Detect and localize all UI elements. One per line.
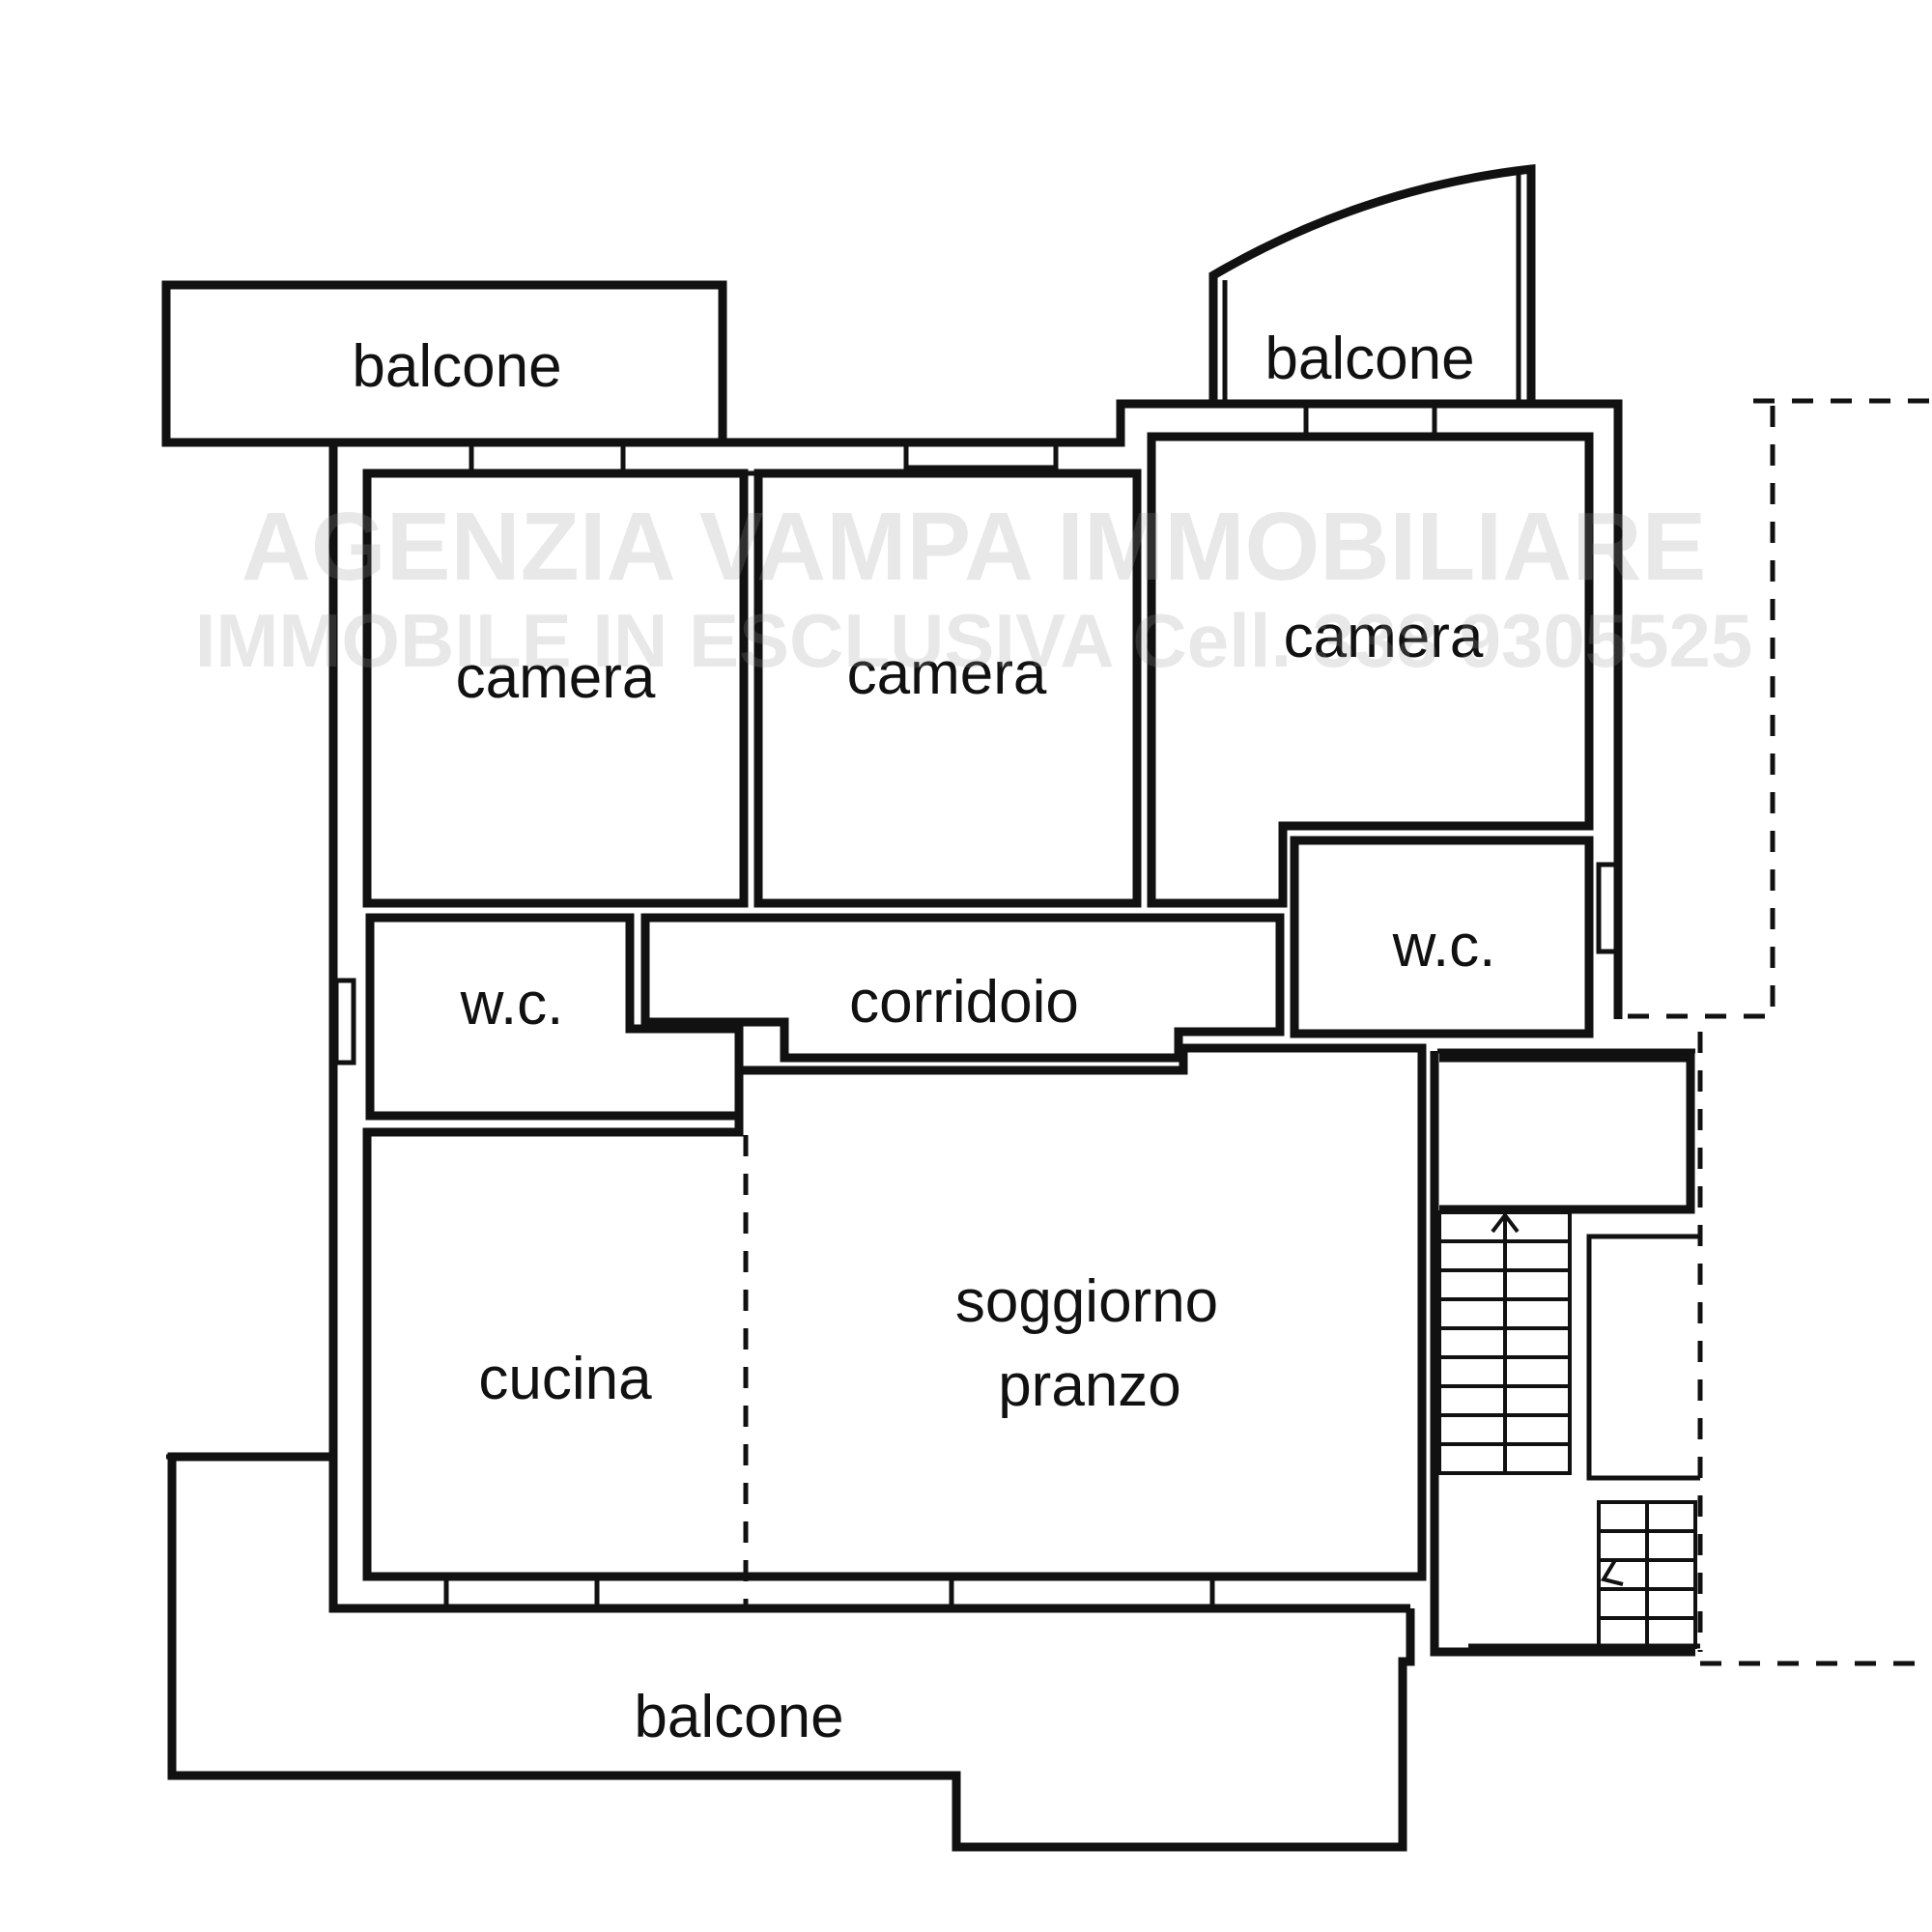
label-pranzo: pranzo [998, 1352, 1181, 1419]
outer-wall [328, 442, 1410, 1613]
label-wc: w.c. [460, 971, 564, 1037]
room-corridoio [640, 913, 1285, 1063]
label-camera: camera [847, 640, 1047, 707]
window-marks-bottom [443, 1577, 1215, 1608]
room-camera-left [362, 469, 749, 908]
room-wc-right [1290, 836, 1594, 1038]
outer-wall-top [333, 399, 1623, 1019]
room-cucina-soggiorno [362, 1043, 1427, 1581]
label-camera: camera [456, 644, 656, 711]
room-wc-left [365, 913, 744, 1121]
label-corridoio: corridoio [849, 969, 1079, 1036]
label-balcone: balcone [352, 333, 561, 400]
watermark-agency: AGENZIA VAMPA IMMOBILIARE [242, 493, 1707, 601]
stair-core [1586, 1234, 1700, 1481]
label-balcone: balcone [1264, 326, 1474, 392]
label-cucina: cucina [478, 1346, 652, 1412]
watermark-contact: IMMOBILE IN ESCLUSIVA Cell. 338 9305525 [195, 598, 1753, 683]
neighbor-outline [1618, 398, 1930, 1019]
stair-flight-upper [1437, 1210, 1572, 1475]
label-camera: camera [1284, 604, 1484, 670]
balcony-top-left-outline [161, 280, 727, 447]
balcony-bottom-outline [167, 1452, 1415, 1852]
stair-flight-lower [1597, 1500, 1697, 1649]
balcony-top-right-outline [1208, 163, 1536, 404]
label-soggiorno: soggiorno [955, 1268, 1218, 1335]
room-camera-middle [753, 469, 1142, 908]
stairwell-outline [1430, 1051, 1695, 1657]
landing [1439, 1053, 1695, 1214]
label-wc: w.c. [1392, 913, 1496, 980]
label-balcone: balcone [634, 1684, 843, 1750]
window-marks [333, 404, 1619, 1065]
room-camera-right [1147, 432, 1594, 908]
